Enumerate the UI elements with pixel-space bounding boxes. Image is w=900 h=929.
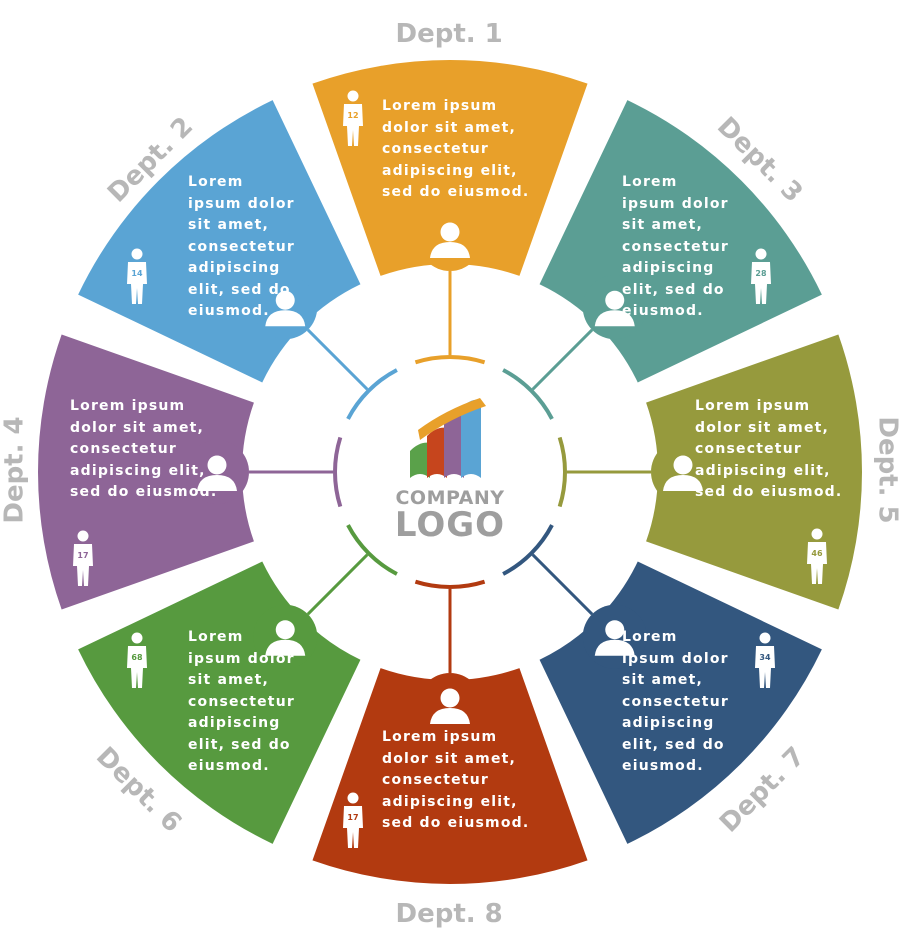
person-icon-head-dept-1 [440, 222, 460, 242]
person-icon-body-dept-2 [265, 310, 306, 327]
logo-bar-3 [444, 415, 464, 478]
employee-icon-body-dept-5 [807, 542, 827, 584]
person-icon-head-dept-2 [275, 290, 295, 310]
person-icon-head-dept-4 [207, 455, 227, 475]
segment-text-dept-5: Lorem ipsum dolor sit amet, consectetur … [695, 398, 843, 500]
dept-label-8: Dept. 8 [395, 899, 503, 929]
inner-ring-arc-dept-1 [414, 355, 486, 365]
employee-icon-head-dept-7 [759, 632, 771, 644]
segment-dept-8 [312, 668, 588, 884]
employee-count-dept-7: 34 [759, 653, 771, 662]
logo-text-company: COMPANY [395, 487, 505, 509]
segment-text-dept-8: Lorem ipsum dolor sit amet, consectetur … [382, 729, 530, 831]
connector-inner-dept-2 [306, 328, 369, 391]
person-icon-body-dept-3 [594, 310, 635, 327]
inner-ring-arc-dept-4 [333, 436, 343, 508]
employee-icon-head-dept-6 [131, 632, 143, 644]
person-icon-body-dept-5 [663, 475, 703, 491]
employee-count-dept-1: 12 [347, 111, 358, 120]
employee-count-dept-6: 68 [131, 653, 143, 662]
connector-inner-dept-6 [306, 553, 369, 616]
person-icon-head-dept-6 [275, 620, 295, 640]
employee-icon-body-dept-4 [73, 544, 93, 586]
dept-label-4: Dept. 4 [0, 416, 30, 524]
person-icon-body-dept-6 [265, 639, 306, 656]
person-icon-head-dept-8 [440, 688, 460, 708]
person-icon-body-dept-1 [430, 242, 470, 258]
employee-icon-head-dept-1 [347, 90, 359, 102]
person-icon-body-dept-7 [594, 639, 635, 656]
inner-ring-arc-dept-5 [557, 436, 567, 508]
employee-icon-body-dept-1 [343, 104, 363, 146]
employee-icon-body-dept-6 [127, 646, 147, 688]
dept-label-5: Dept. 5 [872, 416, 900, 524]
employee-icon-body-dept-7 [755, 646, 775, 688]
person-icon-body-dept-4 [197, 475, 237, 491]
employee-icon-body-dept-8 [343, 806, 363, 848]
employee-icon-head-dept-3 [755, 248, 767, 260]
connector-inner-dept-3 [531, 328, 594, 391]
segment-dept-5 [646, 334, 862, 610]
employee-count-dept-3: 28 [755, 269, 767, 278]
segment-text-dept-6: Lorem ipsum dolor sit amet, consectetur … [188, 629, 295, 774]
employee-icon-head-dept-4 [77, 530, 89, 542]
segment-text-dept-1: Lorem ipsum dolor sit amet, consectetur … [382, 98, 530, 200]
employee-icon-body-dept-2 [127, 262, 147, 304]
logo-bar-4 [461, 399, 481, 478]
person-icon-head-dept-3 [605, 290, 625, 310]
employee-count-dept-2: 14 [131, 269, 143, 278]
employee-count-dept-5: 46 [811, 549, 823, 558]
inner-ring-arc-dept-7 [502, 524, 554, 576]
inner-ring-arc-dept-2 [346, 368, 398, 420]
person-icon-head-dept-7 [605, 620, 625, 640]
employee-icon-head-dept-2 [131, 248, 143, 260]
logo-bar-1 [410, 442, 430, 478]
segment-text-dept-3: Lorem ipsum dolor sit amet, consectetur … [622, 174, 729, 319]
employee-icon-head-dept-5 [811, 528, 823, 540]
employee-count-dept-4: 17 [77, 551, 88, 560]
logo-swoosh [418, 398, 486, 440]
inner-ring-arc-dept-8 [414, 579, 486, 589]
employee-icon-head-dept-8 [347, 792, 359, 804]
segment-dept-1 [312, 59, 588, 276]
connector-inner-dept-7 [531, 553, 594, 616]
segment-dept-4 [37, 334, 254, 610]
logo-text-logo: LOGO [394, 505, 506, 545]
segment-text-dept-7: Lorem ipsum dolor sit amet, consectetur … [622, 629, 729, 774]
logo-bar-2 [427, 427, 447, 478]
employee-icon-body-dept-3 [751, 262, 771, 304]
segment-text-dept-4: Lorem ipsum dolor sit amet, consectetur … [70, 398, 218, 500]
dept-label-1: Dept. 1 [395, 19, 503, 49]
inner-ring-arc-dept-3 [502, 368, 554, 420]
inner-ring-arc-dept-6 [346, 524, 398, 576]
person-icon-body-dept-8 [430, 708, 470, 724]
employee-count-dept-8: 17 [347, 813, 358, 822]
person-icon-head-dept-5 [673, 455, 693, 475]
segment-text-dept-2: Lorem ipsum dolor sit amet, consectetur … [188, 174, 295, 319]
